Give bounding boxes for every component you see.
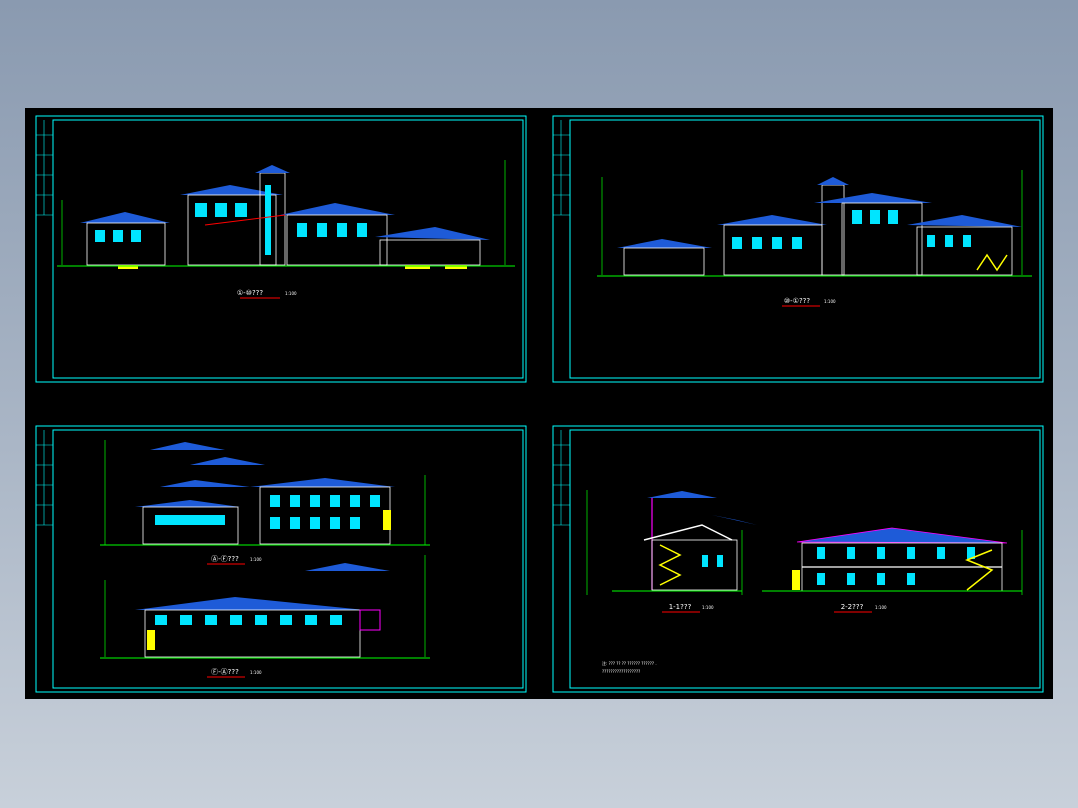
sheet-4-caption-right: 2-2??? — [841, 603, 864, 611]
sheet-4-scale-right: 1:100 — [875, 605, 887, 610]
sheet-2-elevation[interactable]: ⑩-①??? 1:100 — [552, 115, 1044, 383]
sheet-1-drawing: ①-⑩??? 1:100 — [35, 115, 527, 383]
sheet-3-scale-top: 1:100 — [250, 557, 262, 562]
sheet-2-scale: 1:100 — [824, 299, 836, 304]
sheet-1-scale: 1:100 — [285, 291, 297, 296]
sheet-4-caption-left: 1-1??? — [669, 603, 692, 611]
sheet-3-drawing: Ⓐ-Ⓕ??? 1:100 Ⓕ-Ⓐ??? 1:100 — [35, 425, 527, 693]
notes-line-2: ?????????????????? — [602, 669, 640, 674]
sheet-2-caption: ⑩-①??? — [784, 297, 811, 305]
sheet-3-side-elevations[interactable]: Ⓐ-Ⓕ??? 1:100 Ⓕ-Ⓐ??? 1:100 — [35, 425, 527, 693]
sheet-1-elevation[interactable]: ①-⑩??? 1:100 — [35, 115, 527, 383]
sheet-1-caption: ①-⑩??? — [237, 289, 264, 297]
sheet-4-scale-left: 1:100 — [702, 605, 714, 610]
sheet-2-drawing: ⑩-①??? 1:100 — [552, 115, 1044, 383]
cad-model-space[interactable]: ①-⑩??? 1:100 — [25, 108, 1053, 699]
sheet-3-caption-bottom: Ⓕ-Ⓐ??? — [211, 668, 239, 676]
sheet-3-scale-bottom: 1:100 — [250, 670, 262, 675]
notes-line-1: 注: ??? ?? ?? ?????? ?????? . — [602, 660, 657, 666]
sheet-4-sections[interactable]: 1-1??? 1:100 2-2??? 1:100 注: ??? ?? ?? ?… — [552, 425, 1044, 693]
sheet-3-caption-top: Ⓐ-Ⓕ??? — [211, 555, 239, 563]
sheet-4-drawing: 1-1??? 1:100 2-2??? 1:100 注: ??? ?? ?? ?… — [552, 425, 1044, 693]
